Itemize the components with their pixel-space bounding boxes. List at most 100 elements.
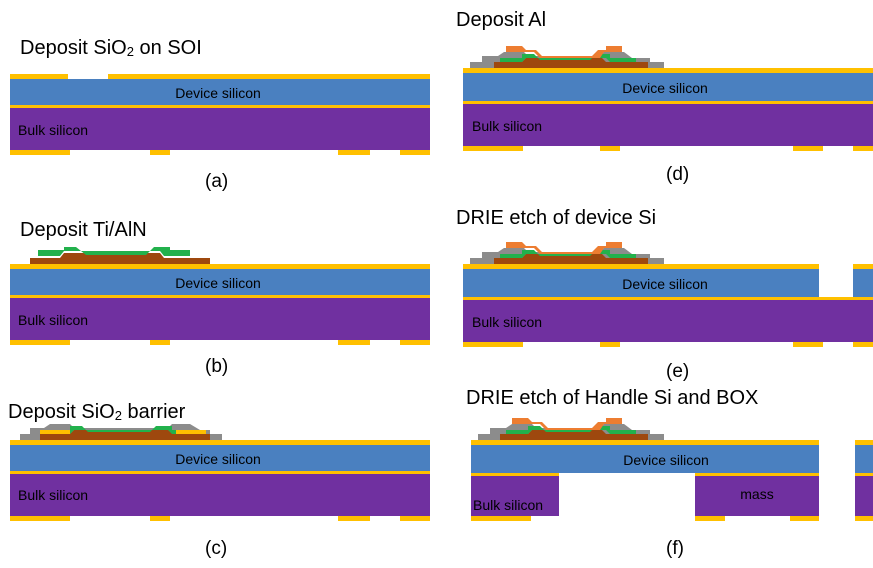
buried-oxide [463,297,873,300]
step-a-cross-section: Device silicon Bulk silicon [10,74,430,155]
bottom-oxide-2 [150,516,170,521]
buried-oxide [10,471,430,474]
aluminum-layer [506,46,622,58]
step-f-title: DRIE etch of Handle Si and BOX [466,387,759,409]
step-e-cross-section: Device silicon Bulk silicon [463,242,873,347]
bulk-silicon-layer [10,474,430,516]
bottom-oxide-1 [471,516,531,521]
bottom-oxide-4 [853,342,873,347]
bottom-oxide-4 [400,150,430,155]
bottom-oxide-4 [855,516,873,521]
device-silicon-layer [463,73,873,101]
buried-oxide [463,101,873,104]
device-silicon-label: Device silicon [175,451,261,467]
bulk-silicon-label: Bulk silicon [472,314,542,330]
step-c-cross-section: Device silicon Bulk silicon [10,424,430,521]
step-b-cross-section: Device silicon Bulk silicon [10,247,430,345]
step-f-caption: (f) [666,538,684,559]
bulk-silicon-layer [10,108,430,150]
bulk-silicon-layer [463,104,873,146]
device-silicon-label: Device silicon [622,276,708,292]
top-oxide [463,68,873,73]
aln-layer [46,426,196,434]
buried-oxide-left [471,473,559,476]
bottom-oxide-1 [463,146,523,151]
aluminum-layer [512,418,622,430]
step-e-title: DRIE etch of device Si [456,207,657,229]
buried-oxide-mass [695,473,819,476]
device-silicon-left [463,269,819,297]
device-silicon-label: Device silicon [175,85,261,101]
device-silicon-right [855,445,873,473]
device-silicon-left [471,445,819,473]
top-oxide-right [853,264,873,269]
step-b-caption: (b) [205,356,229,377]
proof-mass [695,476,819,516]
step-a-title: Deposit SiO2 on SOI [20,37,202,59]
device-silicon-layer [10,445,430,471]
titanium-layer [30,253,210,264]
device-silicon-label: Device silicon [623,452,709,468]
bulk-silicon-anchor [471,476,559,516]
bulk-silicon-layer [10,298,430,340]
titanium-layer [40,430,210,440]
bottom-oxide-4 [400,340,430,345]
step-b-title: Deposit Ti/AlN [20,219,147,241]
buried-oxide-right [855,473,873,476]
bottom-oxide-2 [600,342,620,347]
top-oxide-right [855,440,873,445]
bottom-oxide-2 [600,146,620,151]
bottom-oxide-3 [338,340,370,345]
bulk-silicon-layer [463,300,873,342]
device-silicon-layer [10,79,430,105]
bottom-oxide-2 [150,150,170,155]
top-oxide [10,440,430,445]
ti-contact-left [40,430,70,434]
ti-contact-right [176,430,206,434]
step-e-caption: (e) [666,361,690,382]
titanium-layer [500,430,648,440]
step-c-caption: (c) [205,538,228,559]
bottom-oxide-4 [400,516,430,521]
top-oxide-left [471,440,819,445]
step-f-cross-section: Device silicon Bulk silicon mass [471,418,873,521]
bottom-oxide-4 [853,146,873,151]
bottom-oxide-3 [338,516,370,521]
titanium-layer [494,58,648,68]
bottom-oxide-1 [10,516,70,521]
step-a-caption: (a) [205,171,229,192]
bottom-oxide-2 [695,516,725,521]
bottom-oxide-2 [150,340,170,345]
bulk-silicon-right [855,476,873,516]
bottom-oxide-1 [10,150,70,155]
bulk-silicon-label: Bulk silicon [18,487,88,503]
bottom-oxide-3 [793,146,823,151]
bottom-oxide-1 [463,342,523,347]
step-d-caption: (d) [666,164,690,185]
mass-label: mass [740,486,773,502]
step-c-title: Deposit SiO2 barrier [8,401,186,423]
device-silicon-label: Device silicon [175,275,261,291]
bulk-silicon-label: Bulk silicon [473,497,543,513]
bottom-oxide-3 [790,516,819,521]
device-silicon-right [853,269,873,297]
bottom-oxide-3 [793,342,823,347]
step-d-title: Deposit Al [456,9,547,31]
top-oxide-left [463,264,819,269]
bulk-silicon-label: Bulk silicon [18,122,88,138]
top-oxide [10,264,430,269]
bottom-oxide-3 [338,150,370,155]
device-silicon-layer [10,269,430,295]
bottom-oxide-1 [10,340,70,345]
top-oxide-left [10,74,68,79]
device-silicon-label: Device silicon [622,80,708,96]
titanium-layer [494,254,648,264]
bulk-silicon-label: Bulk silicon [472,118,542,134]
buried-oxide [10,105,430,108]
top-oxide-right [108,74,430,79]
bulk-silicon-label: Bulk silicon [18,312,88,328]
step-d-cross-section: Device silicon Bulk silicon [463,46,873,151]
aluminum-layer [506,242,622,254]
buried-oxide [10,295,430,298]
